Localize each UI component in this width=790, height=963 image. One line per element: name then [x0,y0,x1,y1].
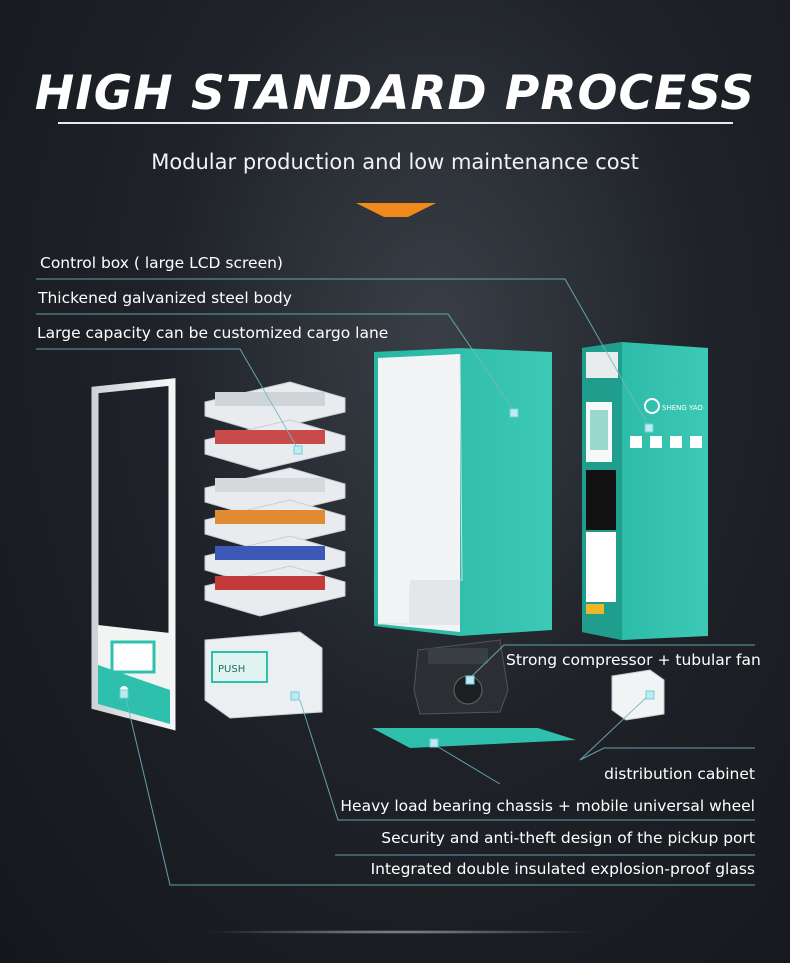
label-compressor: Strong compressor + tubular fan [506,651,761,669]
marker-points [119,408,655,748]
steel-cabinet-body [374,348,552,636]
label-control-box: Control box ( large LCD screen) [40,254,283,272]
push-text: PUSH [218,664,245,675]
brand-text: SHENG YAO [662,404,703,412]
page-title: HIGH STANDARD PROCESS [34,66,756,121]
pickup-port: PUSH [204,631,323,719]
leader-lines [36,278,755,886]
distribution-box [611,669,665,721]
cargo-shelves [204,381,346,617]
bottom-glow [200,930,600,934]
label-cargo-lane: Large capacity can be customized cargo l… [37,324,389,342]
label-chassis: Heavy load bearing chassis + mobile univ… [340,797,755,815]
label-pickup-port: Security and anti-theft design of the pi… [381,829,755,847]
label-glass: Integrated double insulated explosion-pr… [370,860,755,878]
orange-chevron-icon [356,203,436,217]
compressor-unit [413,639,509,715]
chassis [372,728,576,760]
label-steel-body: Thickened galvanized steel body [38,289,292,307]
label-distribution-cabinet: distribution cabinet [604,765,755,783]
glass-door [91,378,176,731]
page-subtitle: Modular production and low maintenance c… [151,150,639,174]
title-underline [58,122,733,124]
control-box: SHENG YAO [582,342,708,640]
